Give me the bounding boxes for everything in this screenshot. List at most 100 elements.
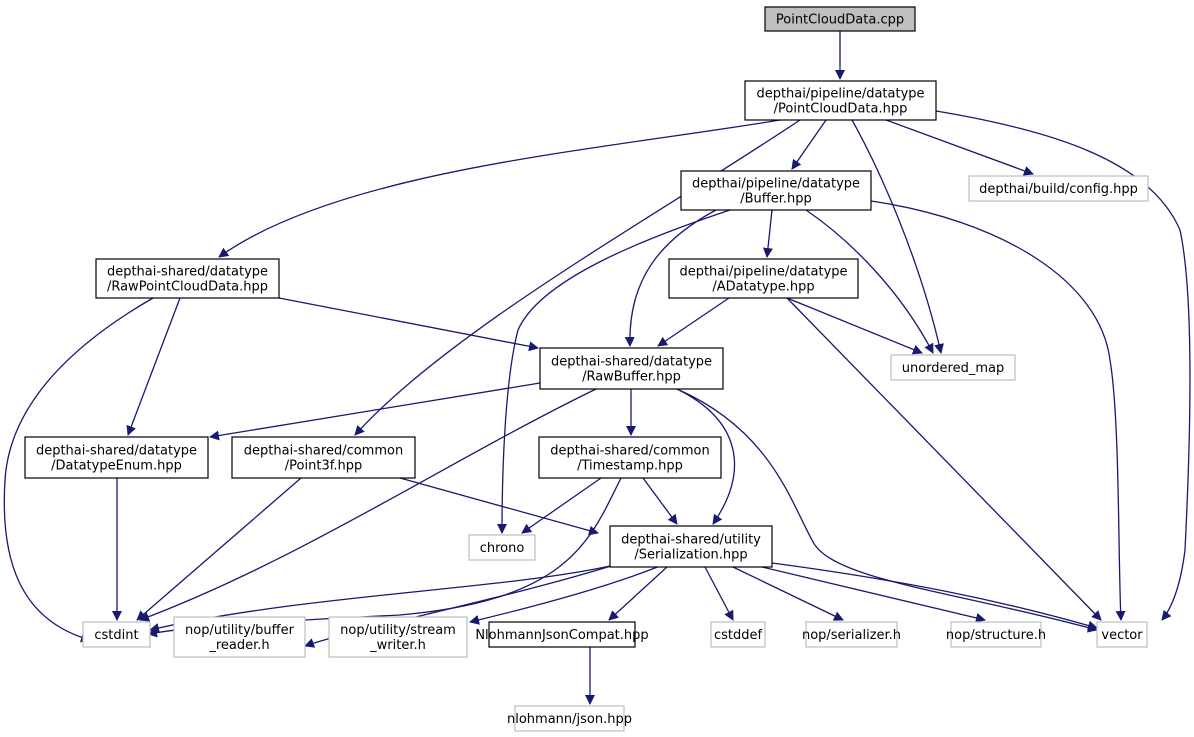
edge-serial-to-structure xyxy=(761,566,986,623)
node-label: nop/utility/buffer xyxy=(185,623,295,638)
node-cpp[interactable]: PointCloudData.cpp xyxy=(764,6,916,32)
node-box xyxy=(488,621,636,648)
edge-pcd_hpp-to-config xyxy=(885,119,1034,176)
edge-serial-to-serializer xyxy=(732,566,844,621)
node-label: _reader.h xyxy=(208,638,269,653)
node-box xyxy=(231,436,416,479)
node-box xyxy=(744,80,937,121)
edge-pcd_hpp-to-buffer xyxy=(791,119,827,170)
edge-serial-to-cstddef xyxy=(704,566,734,621)
node-label: vector xyxy=(1101,628,1143,643)
node-label: depthai/pipeline/datatype xyxy=(692,177,860,192)
edge-pcd_hpp-to-vector xyxy=(935,110,1191,621)
node-label: /ADatatype.hpp xyxy=(712,280,814,295)
node-label: depthai-shared/common xyxy=(550,444,709,459)
node-box xyxy=(890,354,1016,381)
edge-rawpcd-to-rawbuffer xyxy=(278,297,539,352)
node-dtenum[interactable]: depthai-shared/datatype/DatatypeEnum.hpp xyxy=(24,436,209,479)
node-label: /RawPointCloudData.hpp xyxy=(107,280,268,295)
edge-rawbuffer-to-dtenum xyxy=(209,382,541,441)
node-box xyxy=(24,436,209,479)
node-box xyxy=(968,175,1149,202)
node-rawbuffer[interactable]: depthai-shared/datatype/RawBuffer.hpp xyxy=(539,347,724,390)
node-unordered-map: unordered_map xyxy=(890,354,1016,381)
node-serial[interactable]: depthai-shared/utility/Serialization.hpp xyxy=(609,525,773,568)
node-label: depthai-shared/datatype xyxy=(551,355,712,370)
node-label: depthai-shared/utility xyxy=(621,533,761,548)
node-cstdint: cstdint xyxy=(82,621,151,648)
edge-adatatype-to-rawbuffer xyxy=(657,297,730,347)
node-adatatype[interactable]: depthai/pipeline/datatype/ADatatype.hpp xyxy=(668,258,859,299)
node-label: depthai/build/config.hpp xyxy=(979,182,1138,197)
edge-serial-to-vector xyxy=(771,562,1098,631)
node-rawpcd[interactable]: depthai-shared/datatype/RawPointCloudDat… xyxy=(95,258,280,299)
node-label: /Timestamp.hpp xyxy=(577,459,683,474)
edge-pcd_hpp-to-rawpcd xyxy=(218,119,781,258)
node-point3f[interactable]: depthai-shared/common/Point3f.hpp xyxy=(231,436,416,479)
node-timestamp[interactable]: depthai-shared/common/Timestamp.hpp xyxy=(538,436,722,479)
node-serializer: nop/serializer.h xyxy=(802,621,901,648)
node-vector: vector xyxy=(1096,621,1148,648)
node-box xyxy=(538,436,722,479)
node-structure: nop/structure.h xyxy=(946,621,1046,648)
node-label: /RawBuffer.hpp xyxy=(582,370,681,385)
node-chrono: chrono xyxy=(468,534,536,561)
edge-serial-to-buf_reader xyxy=(304,565,612,648)
node-box xyxy=(95,258,280,299)
node-label: /PointCloudData.hpp xyxy=(774,102,908,117)
node-box xyxy=(805,621,898,648)
edge-timestamp-to-serial xyxy=(642,477,678,525)
node-nlohmann-compat[interactable]: NlohmannJsonCompat.hpp xyxy=(475,621,649,648)
node-label: /DatatypeEnum.hpp xyxy=(51,459,182,474)
node-label: /Serialization.hpp xyxy=(634,548,747,563)
edge-buffer-to-chrono xyxy=(497,209,731,534)
node-config: depthai/build/config.hpp xyxy=(968,175,1149,202)
node-label: depthai-shared/common xyxy=(244,444,403,459)
edge-timestamp-to-chrono xyxy=(521,477,602,534)
edge-pcd_hpp-to-unordered_map xyxy=(851,119,944,354)
node-pcd-hpp[interactable]: depthai/pipeline/datatype/PointCloudData… xyxy=(744,80,937,121)
nodes-layer: PointCloudData.cpp depthai/pipeline/datat… xyxy=(24,6,1149,732)
node-label: NlohmannJsonCompat.hpp xyxy=(475,628,648,643)
node-label: cstdint xyxy=(94,628,138,643)
node-box xyxy=(609,525,773,568)
node-box xyxy=(950,621,1042,648)
edge-point3f-to-cstdint xyxy=(136,477,302,621)
edge-timestamp-to-cstdint xyxy=(147,477,622,638)
node-box xyxy=(1096,621,1148,648)
node-box xyxy=(514,705,625,732)
node-label: nop/serializer.h xyxy=(802,628,901,643)
edge-adatatype-to-unordered_map xyxy=(786,297,923,355)
node-box xyxy=(468,534,536,561)
edge-rawbuffer-to-serial xyxy=(676,388,736,525)
node-box xyxy=(710,621,766,648)
edge-point3f-to-serial xyxy=(399,477,599,536)
node-label: /Point3f.hpp xyxy=(285,459,362,474)
node-box xyxy=(668,258,859,299)
node-label: nop/utility/stream xyxy=(340,623,456,638)
node-label: cstddef xyxy=(714,628,763,643)
node-box xyxy=(764,6,916,32)
edge-serial-to-stream_writer xyxy=(469,565,661,625)
edge-rawpcd-to-cstdint xyxy=(3,297,154,643)
edge-rawbuffer-to-cstdint xyxy=(139,388,597,622)
node-label: depthai/pipeline/datatype xyxy=(679,265,847,280)
node-label: depthai-shared/datatype xyxy=(36,444,197,459)
node-buffer[interactable]: depthai/pipeline/datatype/Buffer.hpp xyxy=(680,170,872,211)
node-label: unordered_map xyxy=(902,361,1005,376)
edge-pcd_hpp-to-point3f xyxy=(354,119,801,436)
node-label: _writer.h xyxy=(369,638,426,653)
node-box xyxy=(680,170,872,211)
node-label: depthai-shared/datatype xyxy=(107,265,268,280)
node-label: chrono xyxy=(480,541,525,556)
node-box xyxy=(82,621,151,648)
node-label: nlohmann/json.hpp xyxy=(507,712,632,727)
edge-buffer-to-vector xyxy=(870,200,1126,621)
node-label: nop/structure.h xyxy=(946,628,1046,643)
edges-layer xyxy=(3,31,1191,705)
edge-buffer-to-rawbuffer xyxy=(624,209,717,347)
node-buf-reader: nop/utility/buffer_reader.h xyxy=(173,616,306,658)
node-stream-writer: nop/utility/stream_writer.h xyxy=(328,616,468,658)
node-box xyxy=(173,616,306,658)
